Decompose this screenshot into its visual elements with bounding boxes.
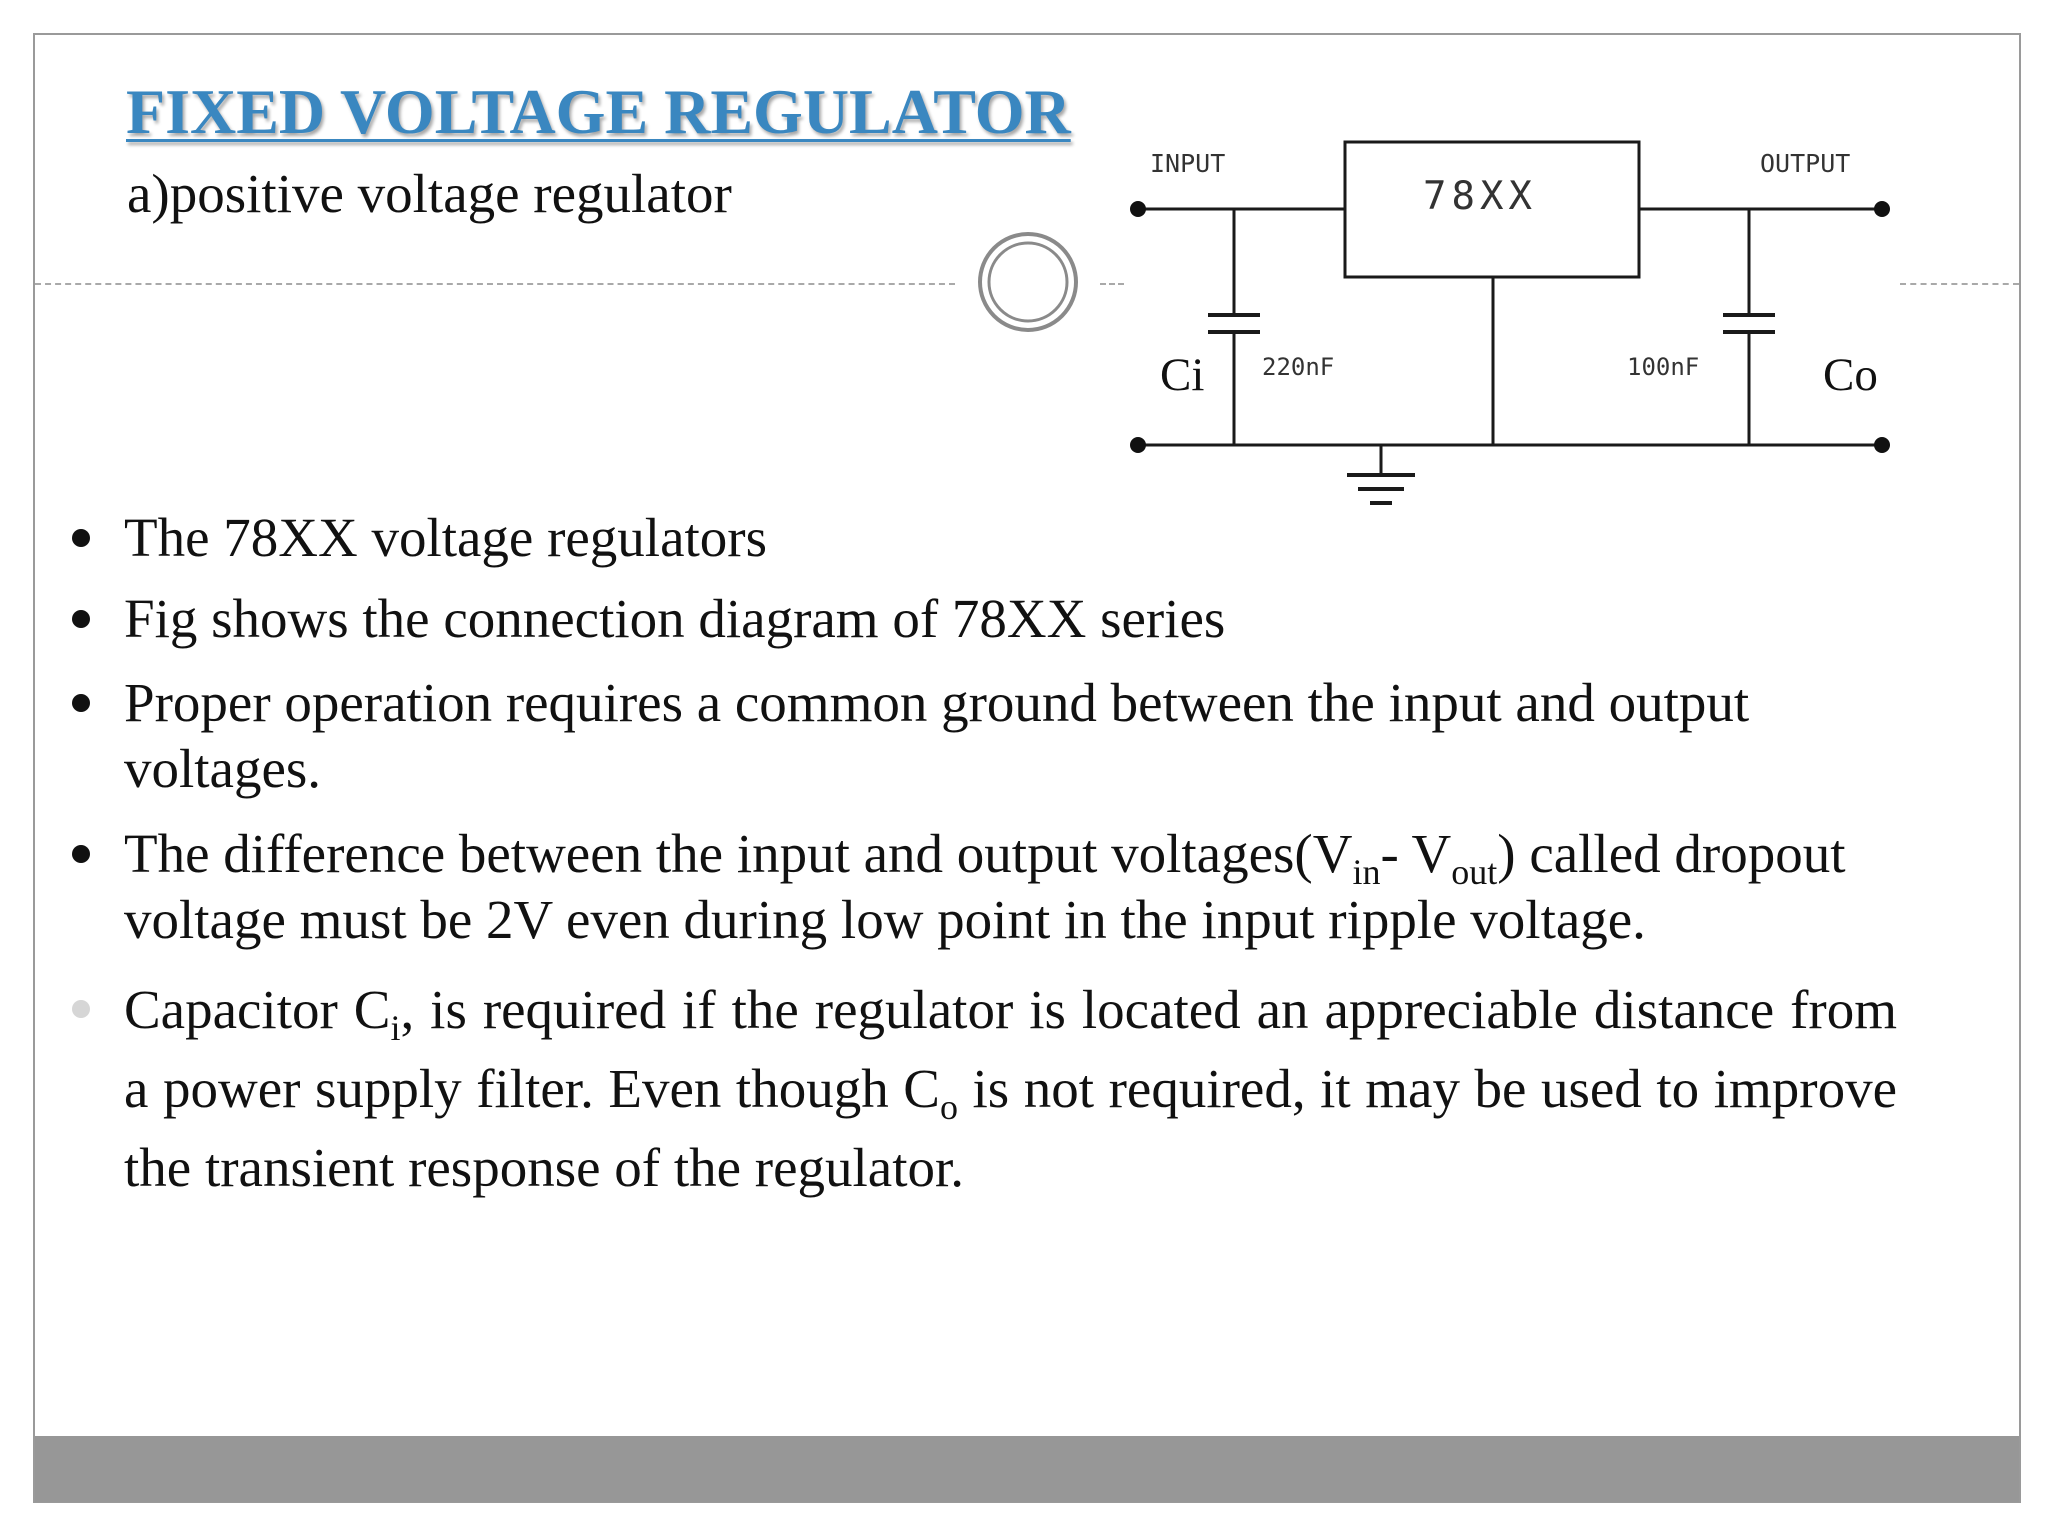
bullet-marker (72, 694, 90, 712)
bullet-marker (72, 610, 90, 628)
title-circle-ornament (978, 232, 1078, 332)
bullet-marker (72, 529, 90, 547)
bullet-item: Capacitor Ci, is required if the regulat… (124, 979, 1897, 1198)
title-divider-left (35, 283, 955, 285)
co-label: Co (1823, 349, 1878, 401)
input-terminal (1130, 201, 1146, 217)
ci-label: Ci (1160, 349, 1204, 401)
bullet-item: The 78XX voltage regulators (124, 507, 768, 568)
regulator-circuit-diagram: INPUT OUTPUT 78XX Ci 220nF 100nF Co (1130, 140, 1890, 505)
bullet-item: The difference between the input and out… (124, 823, 1846, 950)
regulator-label: 78XX (1423, 174, 1537, 219)
co-value: 100nF (1627, 353, 1699, 381)
bullet-marker (72, 845, 90, 863)
output-terminal (1874, 201, 1890, 217)
bullet-marker (72, 1000, 90, 1018)
slide-subtitle: a)positive voltage regulator (127, 163, 732, 224)
output-label: OUTPUT (1760, 149, 1850, 178)
ci-value: 220nF (1262, 353, 1334, 381)
input-label: INPUT (1150, 149, 1225, 178)
title-divider-right (1900, 283, 2019, 285)
ground-terminal-left (1130, 437, 1146, 453)
ground-terminal-right (1874, 437, 1890, 453)
bullet-item: Proper operation requires a common groun… (124, 672, 1750, 799)
slide-title: FIXED VOLTAGE REGULATOR (126, 76, 1071, 147)
bullet-item: Fig shows the connection diagram of 78XX… (124, 588, 1226, 649)
title-divider-mid (1100, 283, 1124, 285)
footer-bar (35, 1436, 2019, 1502)
